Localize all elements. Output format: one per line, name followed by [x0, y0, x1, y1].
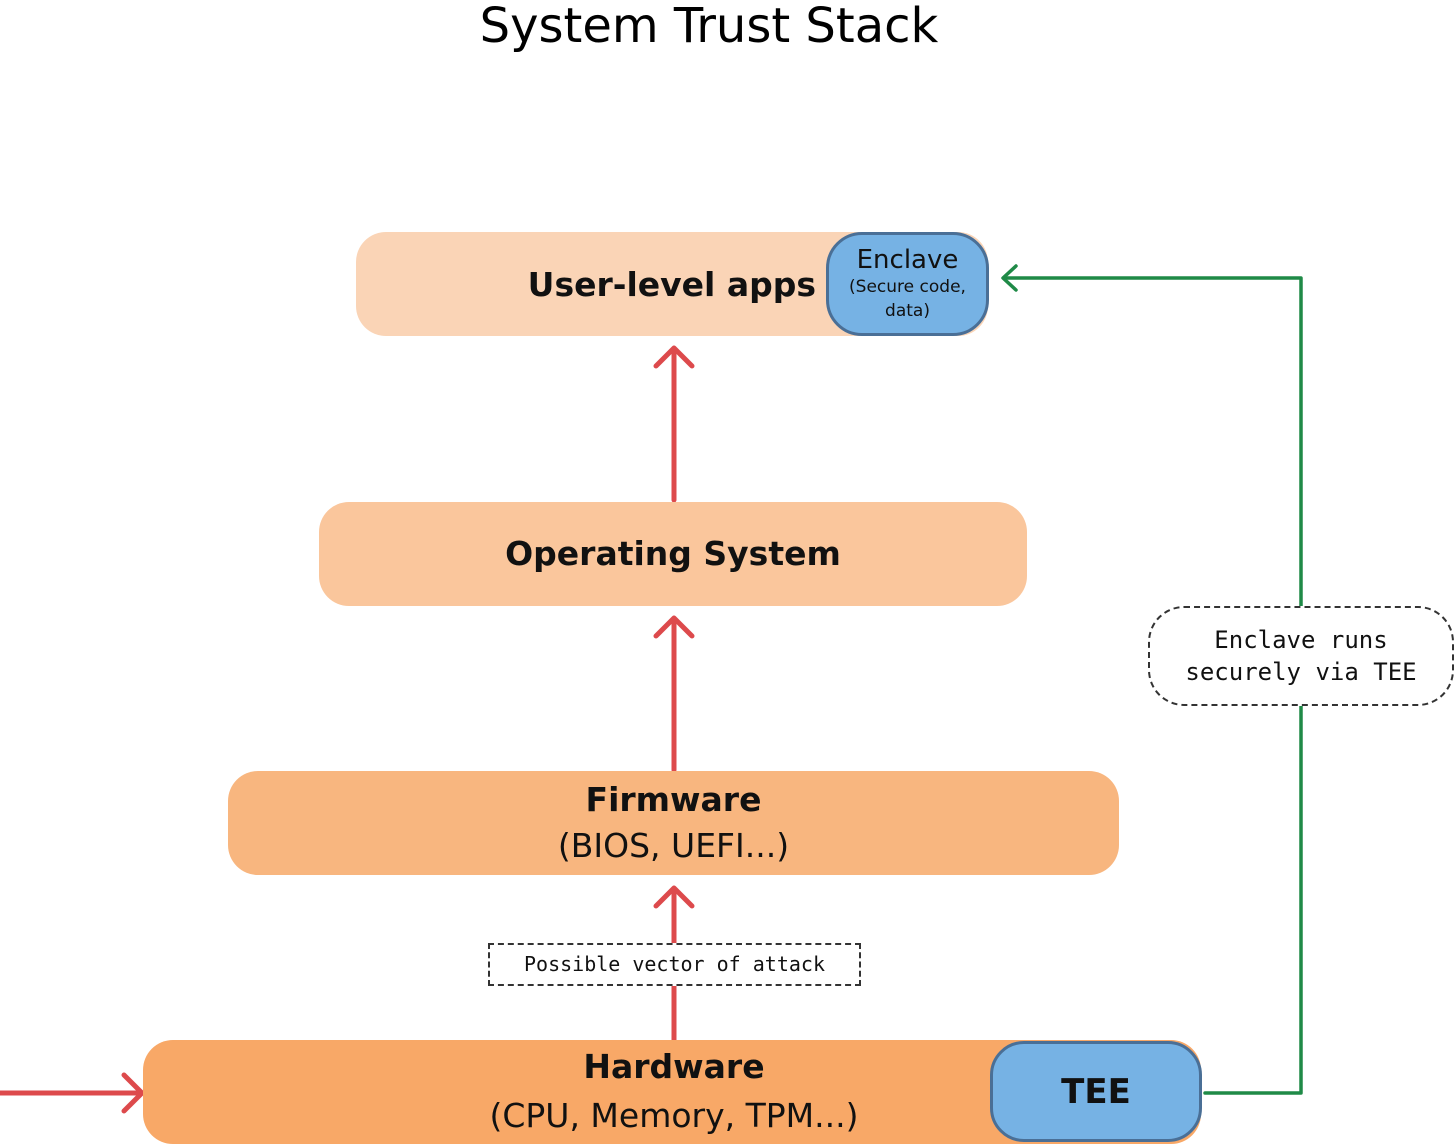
arrowhead-firmware-to-os	[653, 615, 695, 639]
enclave-note-text: Enclave runs securely via TEE	[1185, 626, 1417, 686]
arrowhead-external-to-hardware	[121, 1072, 145, 1114]
firmware-label: Firmware	[585, 780, 762, 819]
arrowhead-os-to-apps	[653, 345, 695, 369]
attack-arrows	[0, 345, 695, 1114]
enclave-detail: (Secure code, data)	[849, 277, 966, 321]
user-apps-label: User-level apps	[527, 265, 816, 304]
hardware-detail: (CPU, Memory, TPM...)	[489, 1096, 859, 1135]
attack-vector-text: Possible vector of attack	[523, 952, 826, 976]
operating-system-label: Operating System	[505, 534, 841, 573]
firmware-layer: Firmware (BIOS, UEFI...)	[228, 771, 1119, 875]
tee-label: TEE	[1061, 1071, 1131, 1112]
hardware-label: Hardware	[583, 1047, 765, 1086]
operating-system-layer: Operating System	[319, 502, 1027, 606]
enclave-label: Enclave	[856, 245, 959, 275]
firmware-detail: (BIOS, UEFI...)	[557, 826, 790, 865]
arrowhead-vector-to-firmware	[653, 885, 695, 909]
enclave-note: Enclave runs securely via TEE	[1148, 606, 1454, 706]
attack-vector-note: Possible vector of attack	[488, 943, 861, 986]
tee-pill: TEE	[990, 1041, 1202, 1142]
enclave-pill: Enclave (Secure code, data)	[826, 232, 989, 336]
diagram-title: System Trust Stack	[479, 0, 939, 54]
